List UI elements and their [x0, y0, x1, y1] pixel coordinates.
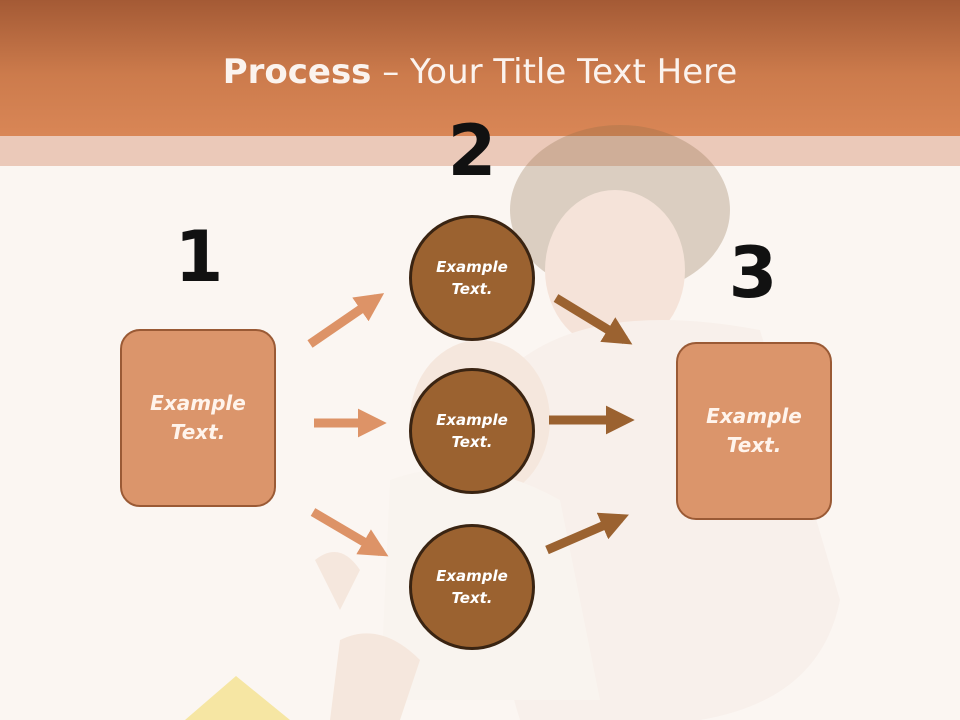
slide-title: Process – Your Title Text Here: [0, 52, 960, 92]
circle-top-line1: Example: [436, 257, 508, 276]
arrow-1-to-2-bottom: [310, 508, 389, 557]
title-bar: [0, 0, 960, 136]
step-number-2: 2: [447, 110, 497, 192]
circle-middle-line2: Text.: [451, 433, 493, 451]
step-number-3: 3: [728, 232, 778, 314]
arrow-1-to-2-top: [307, 293, 385, 348]
circle-top-line2: Text.: [451, 280, 493, 298]
arrow-2-bottom-to-3: [545, 512, 629, 555]
circle-middle-line1: Example: [436, 410, 508, 429]
title-bold: Process: [222, 52, 372, 92]
step-3-box: Example Text.: [676, 342, 832, 520]
step-number-1: 1: [174, 216, 224, 298]
title-bar-band: [0, 136, 960, 166]
step-1-text-line2: Text.: [170, 420, 226, 444]
arrow-2-top-to-3: [553, 294, 633, 345]
step-3-text-line2: Text.: [726, 433, 782, 457]
circle-bottom-line1: Example: [436, 566, 508, 585]
step-3-text-line1: Example: [706, 404, 802, 428]
title-rest: – Your Title Text Here: [371, 52, 738, 92]
circle-bottom-line2: Text.: [451, 589, 493, 607]
step-1-text-line1: Example: [150, 391, 246, 415]
step-1-box: Example Text.: [120, 329, 276, 507]
